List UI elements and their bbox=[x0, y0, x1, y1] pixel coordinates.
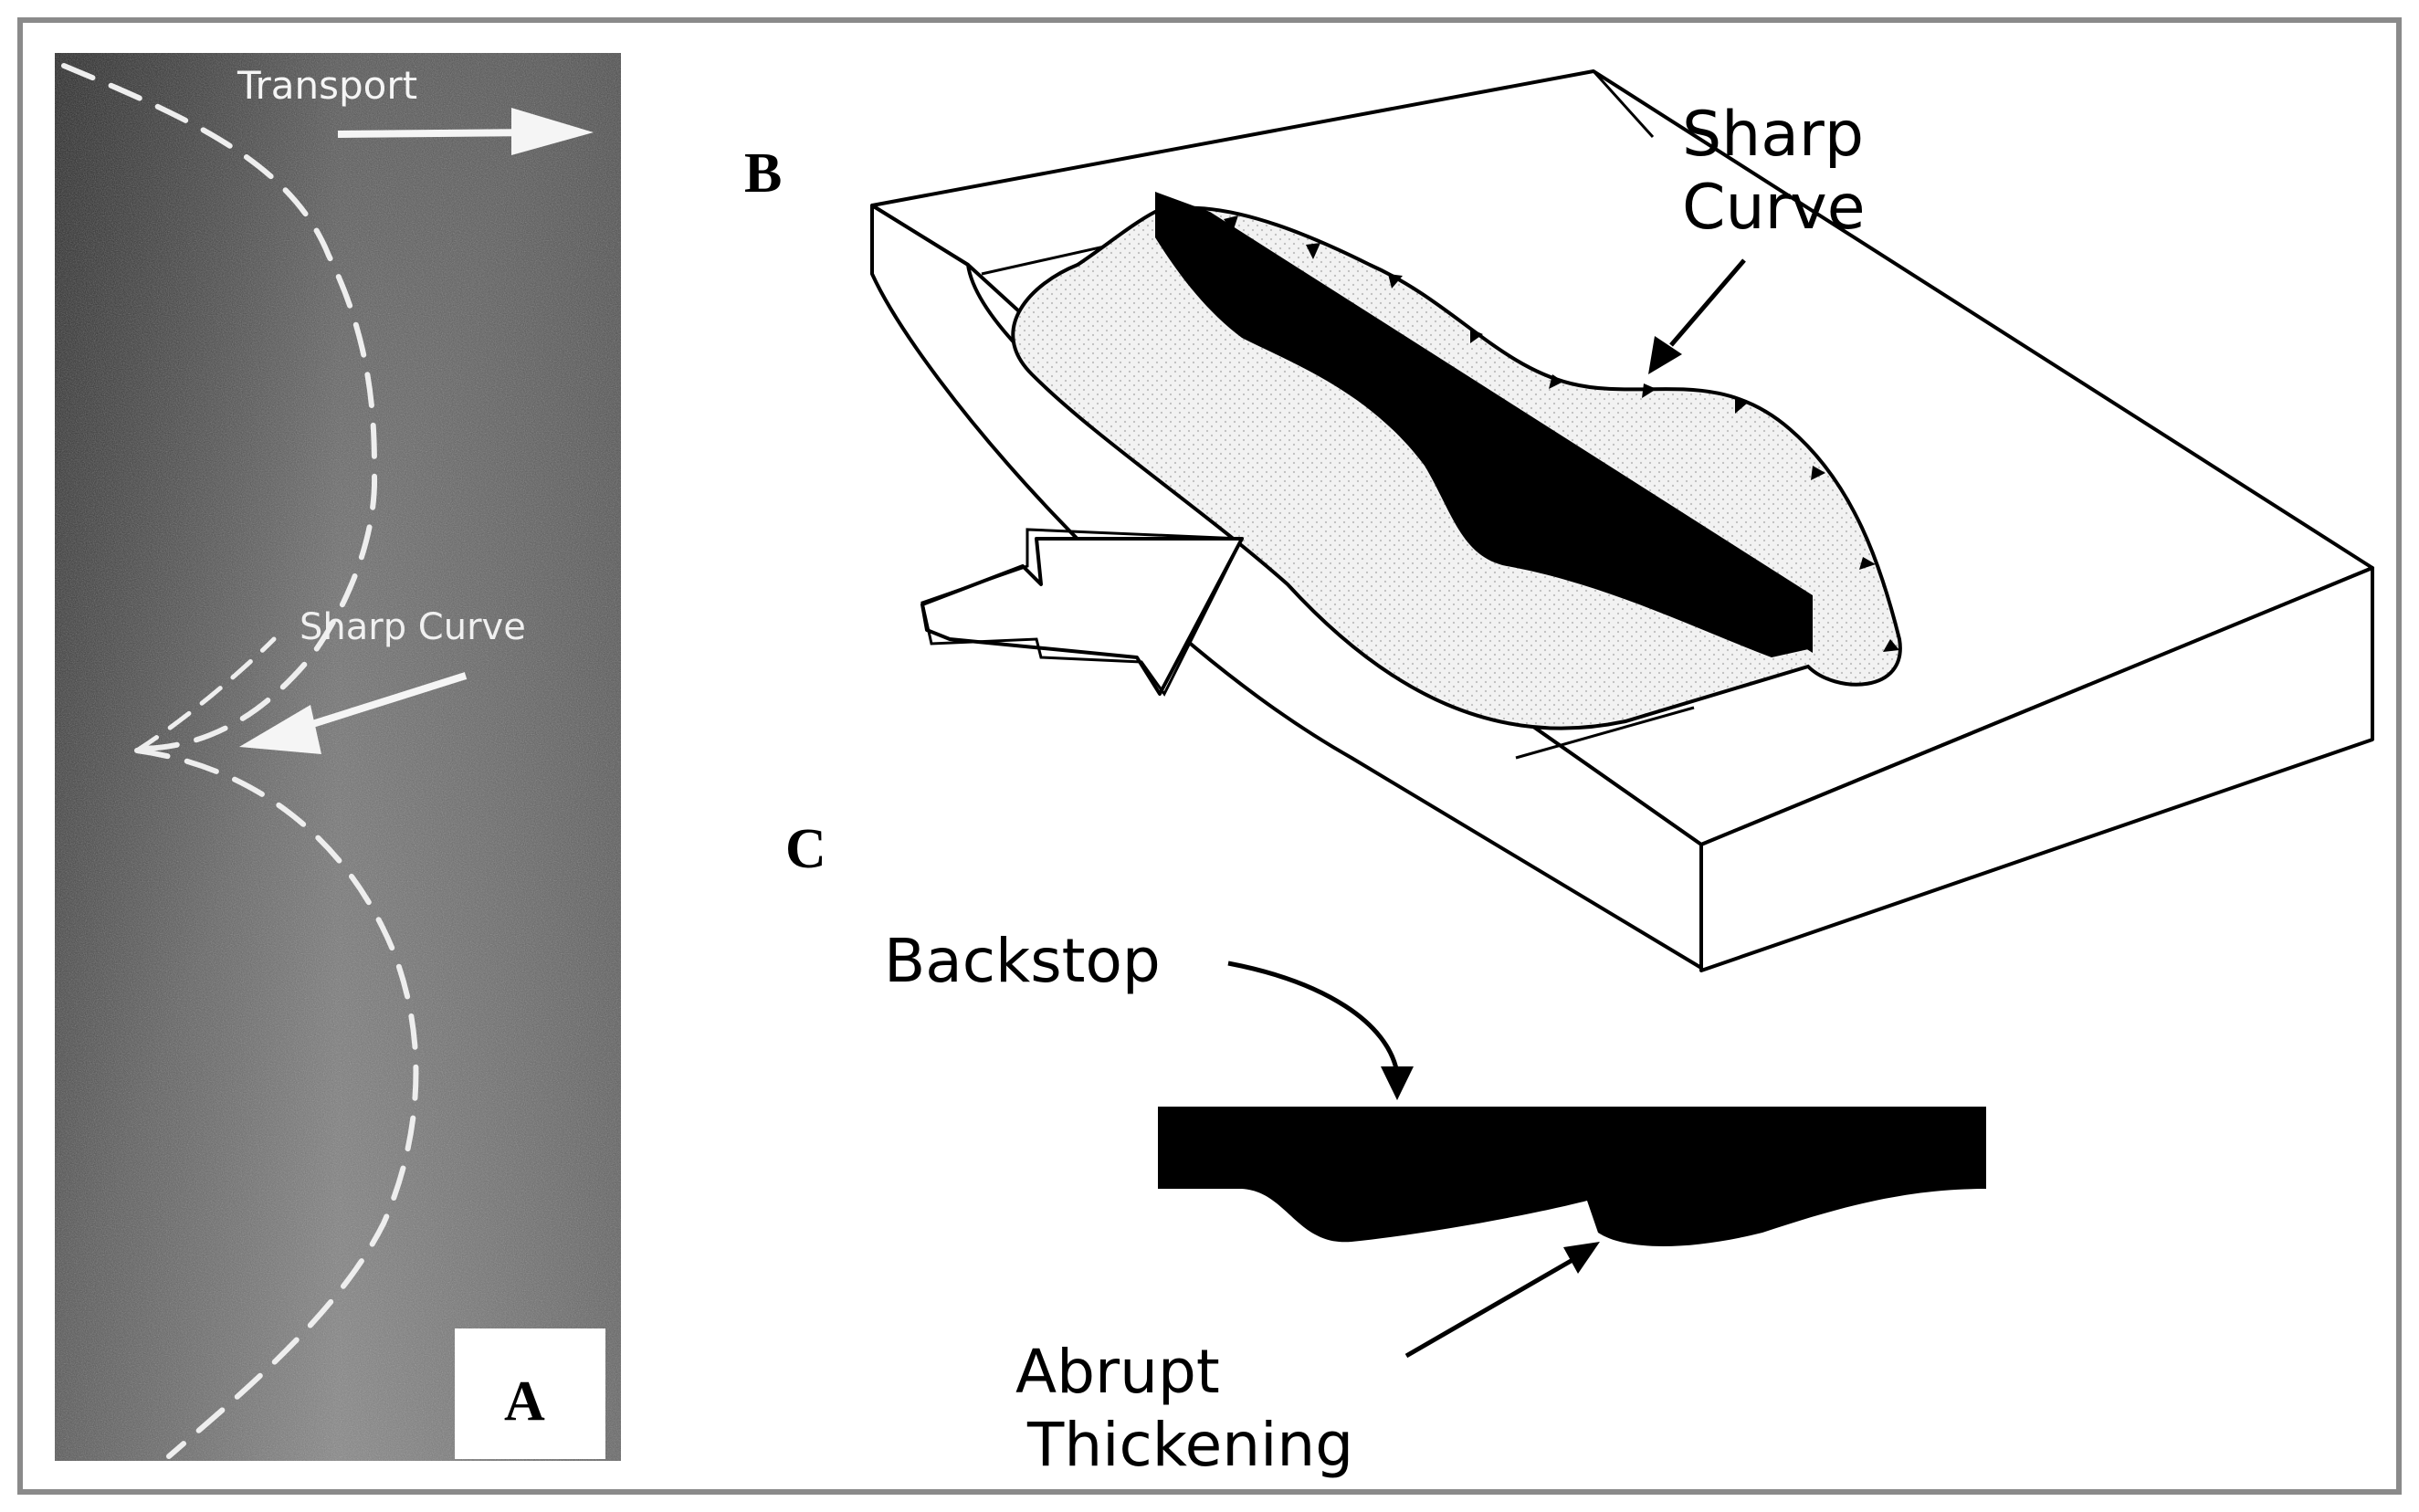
panel-a-label: A bbox=[504, 1370, 545, 1433]
block-front-face bbox=[1699, 566, 2374, 972]
transport-label: Transport bbox=[237, 63, 417, 108]
thrust-front-lower-dashed-line bbox=[134, 748, 419, 1459]
convergence-arrow bbox=[920, 537, 1244, 696]
panel-c: C Backstop Abrupt Thickening bbox=[785, 818, 1986, 1480]
photo-grain bbox=[55, 53, 621, 1461]
panel-b: B Sharp bbox=[744, 69, 2374, 972]
block-sharp-curve-callout-line bbox=[1592, 69, 1655, 139]
backstop-leader-curve bbox=[1227, 961, 1400, 1074]
block-sharp-curve-label-line1: Sharp bbox=[1682, 99, 1864, 171]
backstop-leader-arrowhead bbox=[1381, 1066, 1414, 1100]
thrust-teeth bbox=[1224, 215, 1899, 652]
convergence-arrow-outline bbox=[920, 528, 1245, 697]
thrust-front-upper-dashed-line bbox=[61, 63, 378, 751]
abrupt-leader-line bbox=[1404, 1257, 1574, 1359]
block-sharp-curve-label-line2: Curve bbox=[1682, 172, 1866, 244]
block-sharp-curve-leader bbox=[1669, 258, 1746, 347]
transport-arrow bbox=[337, 108, 594, 155]
panel-a-label-box bbox=[455, 1328, 605, 1459]
abrupt-label-line1: Abrupt bbox=[1015, 1337, 1220, 1407]
abrupt-leader-arrowhead bbox=[1563, 1242, 1600, 1274]
panel-c-label: C bbox=[785, 818, 826, 880]
backstop-label: Backstop bbox=[884, 926, 1161, 996]
photo-sharp-curve-arrow bbox=[239, 672, 468, 754]
cross-section-body bbox=[1158, 1107, 1986, 1246]
backstop-wall-face bbox=[1155, 192, 1813, 653]
panel-b-label: B bbox=[744, 142, 782, 205]
block-sharp-curve-arrowhead bbox=[1648, 336, 1682, 374]
cusp-dashed-line bbox=[134, 636, 277, 753]
abrupt-label-line2: Thickening bbox=[1026, 1410, 1353, 1480]
photo-sharp-curve-label: Sharp Curve bbox=[300, 606, 526, 648]
panel-a: Transport Sharp Curve A bbox=[55, 53, 621, 1461]
